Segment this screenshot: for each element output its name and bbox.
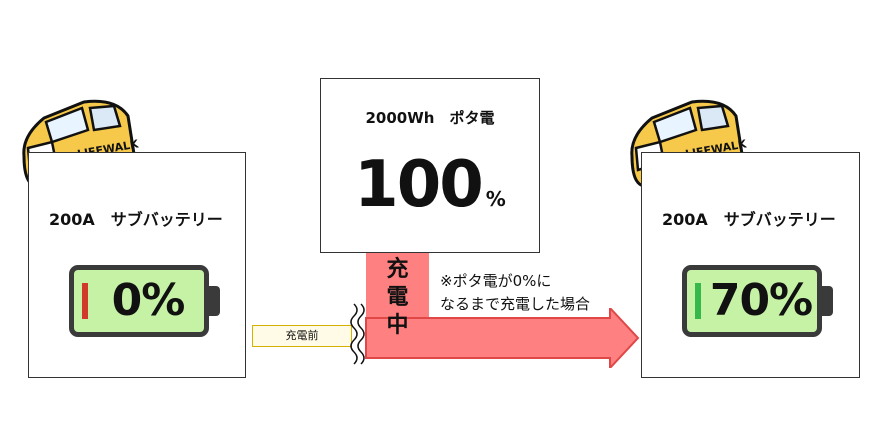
portable-power-value: 100% xyxy=(321,145,539,239)
charging-char-1: 充 xyxy=(386,257,409,282)
wavy-break-icon xyxy=(350,303,365,365)
right-sub-battery-panel: 200A サブバッテリー 70% xyxy=(641,152,860,378)
charging-arrow xyxy=(365,308,640,368)
charging-char-2: 電 xyxy=(386,285,409,310)
right-battery-percent: 70% xyxy=(709,275,813,326)
right-panel-label: 200A サブバッテリー xyxy=(662,210,836,229)
left-panel-label: 200A サブバッテリー xyxy=(49,210,223,229)
left-battery-level-bar xyxy=(82,283,88,319)
note-line-2: なるまで充電した場合 xyxy=(440,295,591,313)
left-battery-percent: 0% xyxy=(111,275,186,326)
portable-power-number: 100 xyxy=(354,148,484,222)
right-battery-icon: 70% xyxy=(682,265,833,337)
portable-power-unit: % xyxy=(485,187,506,211)
portable-power-title: 2000Wh ポタ電 xyxy=(365,109,495,127)
left-sub-battery-panel: 200A サブバッテリー 0% xyxy=(28,152,246,378)
portable-power-panel: 2000Wh ポタ電 100% xyxy=(320,78,540,253)
charging-char-3: 中 xyxy=(386,313,409,338)
note-line-1: ※ポタ電が0%に xyxy=(440,272,552,290)
before-charge-tag: 充電前 xyxy=(252,325,352,347)
left-battery-icon: 0% xyxy=(69,265,220,337)
charging-label: 充 電 中 xyxy=(366,256,429,340)
right-battery-level-bar xyxy=(695,283,701,319)
charging-note: ※ポタ電が0%に なるまで充電した場合 xyxy=(440,270,590,316)
